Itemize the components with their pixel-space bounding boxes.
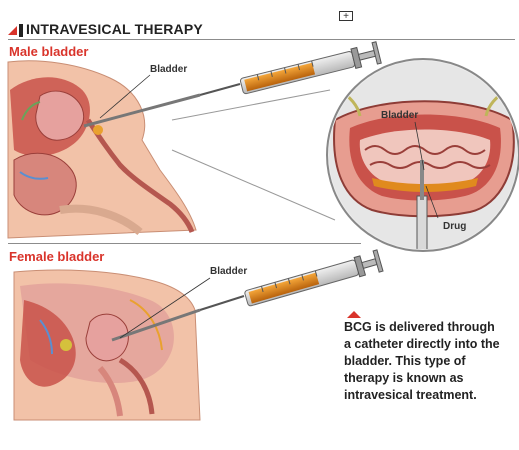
bladder-zoom-inset bbox=[172, 55, 519, 256]
male-bladder-label: Bladder bbox=[150, 64, 187, 75]
female-anatomy bbox=[14, 270, 200, 420]
caption-text: BCG is delivered through a catheter dire… bbox=[344, 319, 504, 404]
zoom-drug-label: Drug bbox=[443, 221, 466, 232]
female-bladder-label: Bladder bbox=[210, 266, 247, 277]
zoom-bladder-label: Bladder bbox=[381, 110, 418, 121]
caption-accent-triangle bbox=[347, 311, 361, 318]
male-anatomy bbox=[8, 61, 196, 238]
